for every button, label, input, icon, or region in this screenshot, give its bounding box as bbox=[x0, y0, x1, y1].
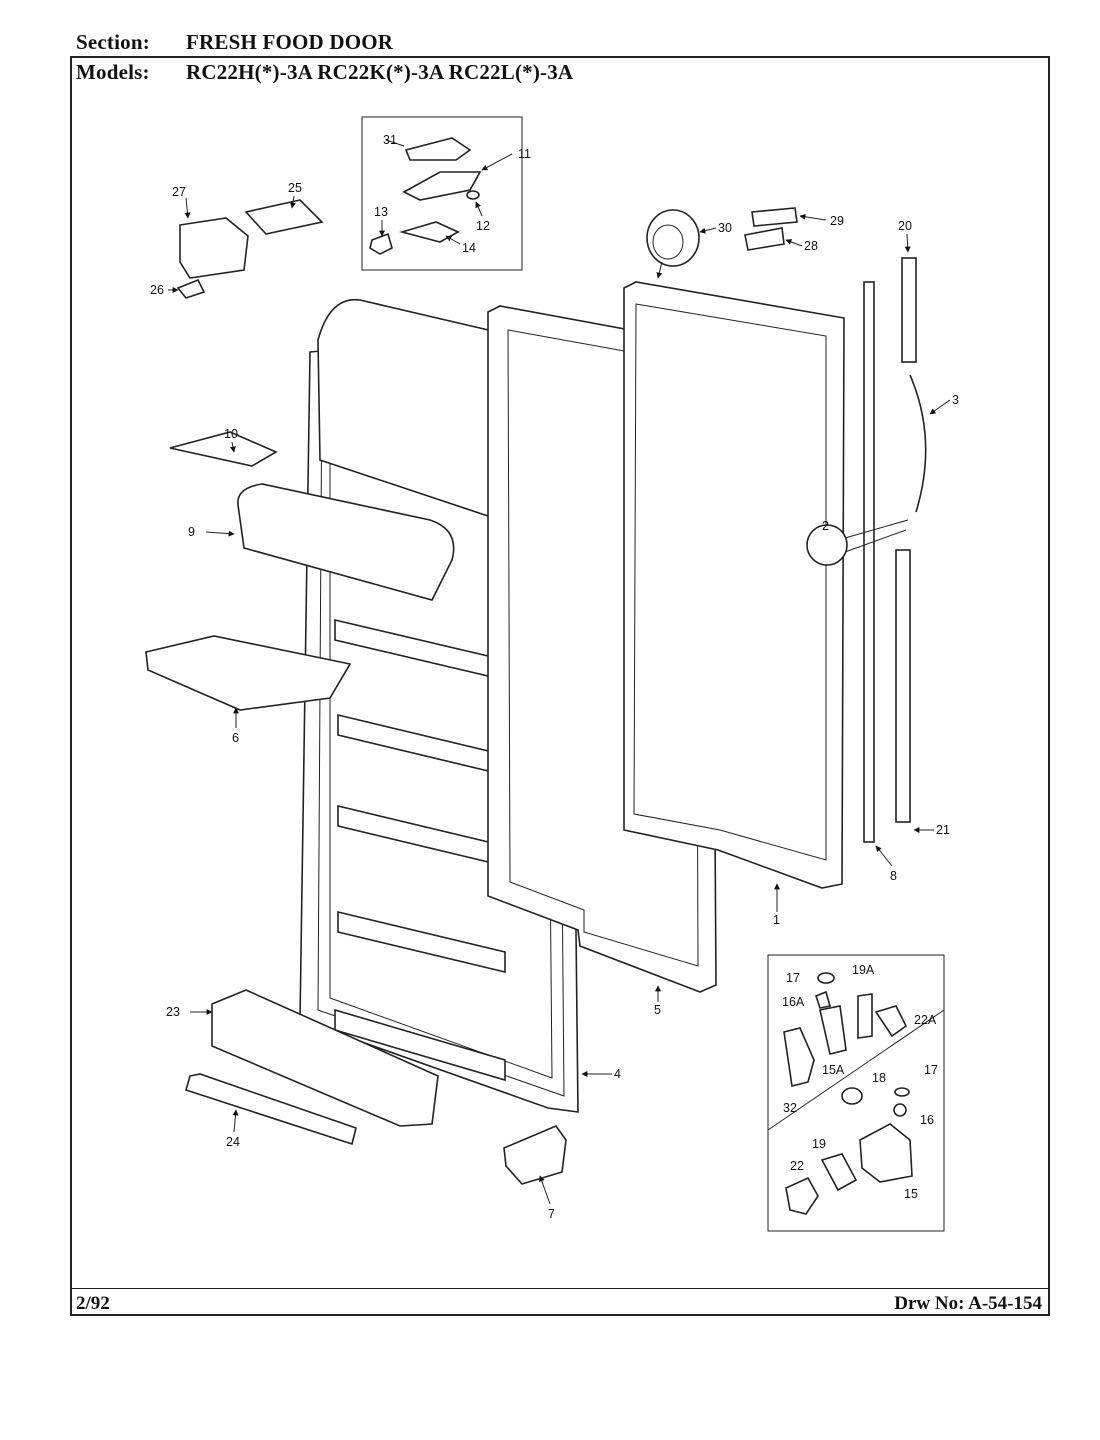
models-row: Models: RC22H(*)-3A RC22K(*)-3A RC22L(*)… bbox=[76, 60, 573, 85]
callout-25: 25 bbox=[288, 181, 302, 195]
callout-7: 7 bbox=[548, 1207, 555, 1221]
callout-32: 32 bbox=[783, 1101, 797, 1115]
callout-26: 26 bbox=[150, 283, 164, 297]
callout-8: 8 bbox=[890, 869, 897, 883]
footer-rule bbox=[70, 1288, 1050, 1289]
bottom-hinge-inset bbox=[767, 954, 945, 1232]
callout-11: 11 bbox=[518, 147, 531, 161]
callout-12: 12 bbox=[476, 219, 490, 233]
callout-21: 21 bbox=[936, 823, 950, 837]
upper-hinge-parts bbox=[176, 199, 324, 299]
callout-14: 14 bbox=[462, 241, 476, 255]
bracket-part bbox=[503, 1125, 567, 1185]
revision-date: 2/92 bbox=[76, 1293, 110, 1314]
callout-28: 28 bbox=[804, 239, 818, 253]
callout-9: 9 bbox=[188, 525, 195, 539]
callout-16a: 16A bbox=[782, 995, 805, 1009]
callout-19a: 19A bbox=[852, 963, 875, 977]
callout-3: 3 bbox=[952, 393, 959, 407]
callout-22: 22 bbox=[790, 1159, 804, 1173]
models-key: Models: bbox=[76, 60, 150, 84]
callout-17b: 17 bbox=[924, 1063, 938, 1077]
callout-30: 30 bbox=[718, 221, 732, 235]
callout-18: 18 bbox=[872, 1071, 886, 1085]
callout-23: 23 bbox=[166, 1005, 180, 1019]
dairy-compartment-parts bbox=[145, 431, 455, 711]
callout-17: 17 bbox=[786, 971, 800, 985]
callout-27: 27 bbox=[172, 185, 186, 199]
callout-20: 20 bbox=[898, 219, 912, 233]
callout-2: 2 bbox=[822, 519, 829, 533]
callout-29: 29 bbox=[830, 214, 844, 228]
callout-4: 4 bbox=[614, 1067, 621, 1081]
callout-1: 1 bbox=[773, 913, 780, 927]
callout-labels: 31 11 12 13 14 27 25 26 30 29 28 20 3 2 … bbox=[150, 133, 959, 1221]
models-list: RC22H(*)-3A RC22K(*)-3A RC22L(*)-3A bbox=[186, 60, 574, 84]
callout-24: 24 bbox=[226, 1135, 240, 1149]
callout-15a: 15A bbox=[822, 1063, 845, 1077]
callout-13: 13 bbox=[374, 205, 388, 219]
outer-door-panel bbox=[623, 209, 845, 889]
callout-15: 15 bbox=[904, 1187, 918, 1201]
callout-5: 5 bbox=[654, 1003, 661, 1017]
callout-22a: 22A bbox=[914, 1013, 937, 1027]
leader-lines bbox=[168, 139, 951, 1205]
top-hinge-inset bbox=[361, 116, 523, 271]
section-row: Section: FRESH FOOD DOOR bbox=[76, 30, 393, 55]
callout-10: 10 bbox=[224, 427, 238, 441]
callout-19: 19 bbox=[812, 1137, 826, 1151]
handle-and-trim-parts bbox=[744, 207, 927, 843]
drawing-number: Drw No: A-54-154 bbox=[894, 1293, 1042, 1314]
section-title: FRESH FOOD DOOR bbox=[186, 30, 394, 54]
callout-6: 6 bbox=[232, 731, 239, 745]
section-key: Section: bbox=[76, 30, 150, 54]
callout-16: 16 bbox=[920, 1113, 934, 1127]
bottom-shelf-parts bbox=[185, 989, 439, 1146]
drawing-frame bbox=[70, 56, 1050, 1316]
callout-31: 31 bbox=[383, 133, 397, 147]
